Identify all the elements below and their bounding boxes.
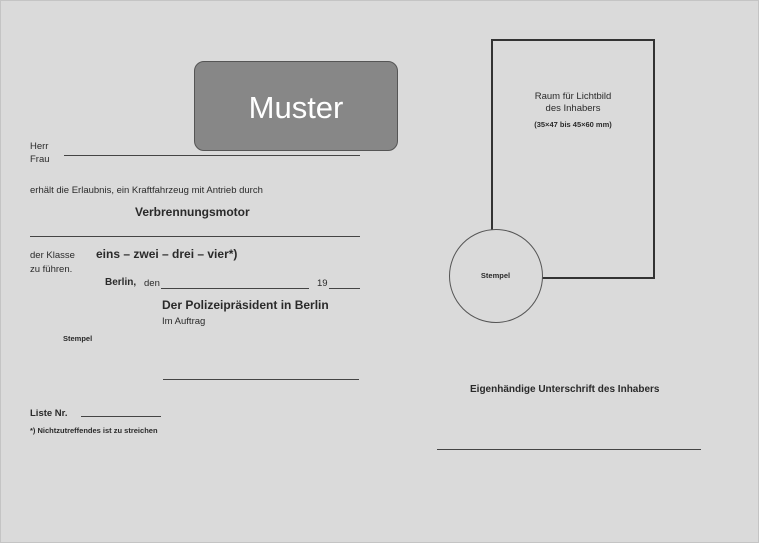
authority-signature-line	[163, 379, 359, 380]
frau-label: Frau	[30, 154, 50, 165]
year-line	[329, 288, 360, 289]
on-behalf-text: Im Auftrag	[162, 316, 206, 327]
permission-text: erhält die Erlaubnis, ein Kraftfahrzeug …	[30, 185, 263, 196]
date-line	[161, 288, 309, 289]
photo-size: (35×47 bis 45×60 mm)	[534, 120, 612, 129]
footnote: *) Nichtzutreffendes ist zu streichen	[30, 426, 158, 435]
to-drive-text: zu führen.	[30, 264, 73, 275]
class-label: der Klasse	[30, 250, 75, 261]
herr-label: Herr	[30, 141, 49, 152]
list-number-line	[81, 416, 161, 417]
signature-label: Eigenhändige Unterschrift des Inhabers	[470, 384, 660, 395]
engine-line	[30, 236, 360, 237]
holder-signature-line	[437, 449, 701, 450]
photo-title-line2: des Inhabers	[545, 103, 601, 114]
engine-type: Verbrennungsmotor	[135, 205, 250, 219]
muster-watermark: Muster	[194, 61, 398, 151]
stamp-label-right: Stempel	[480, 271, 511, 280]
muster-text: Muster	[248, 90, 344, 125]
stamp-circle: Stempel	[449, 229, 543, 323]
city-label: Berlin,	[105, 277, 137, 288]
date-label: den	[144, 278, 160, 289]
photo-box: Raum für Lichtbild des Inhabers (35×47 b…	[491, 39, 655, 279]
year-prefix: 19	[317, 278, 328, 289]
class-options: eins – zwei – drei – vier*)	[96, 247, 238, 261]
photo-title-line1: Raum für Lichtbild	[534, 91, 612, 102]
authority-title: Der Polizeipräsident in Berlin	[162, 298, 329, 312]
name-line	[64, 155, 360, 156]
list-number-label: Liste Nr.	[30, 408, 68, 419]
stamp-label-left: Stempel	[63, 334, 93, 343]
